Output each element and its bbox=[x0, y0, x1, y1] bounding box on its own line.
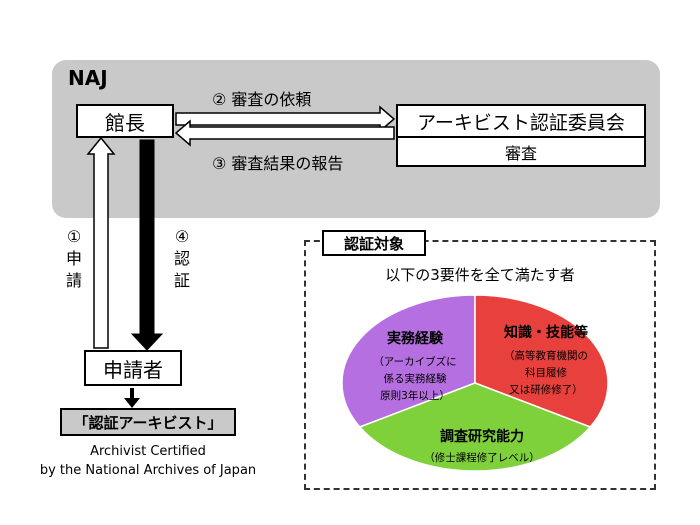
detail-line: （高等教育機関の bbox=[504, 350, 588, 362]
pie-segment-research bbox=[358, 382, 592, 472]
arrow-to-certified-head bbox=[124, 398, 140, 408]
segment-research-title: 調査研究能力 bbox=[440, 429, 524, 445]
step4-label: ④ 認 証 bbox=[172, 226, 192, 292]
certification-target-tab: 認証対象 bbox=[322, 230, 426, 256]
certified-en-line2: by the National Archives of Japan bbox=[39, 463, 257, 478]
step4-number: ④ bbox=[174, 227, 190, 246]
step3-label: ③ 審査結果の報告 bbox=[212, 154, 344, 173]
committee-box: アーキビスト認証委員会 bbox=[396, 104, 646, 138]
detail-line: （修士課程修了レベル） bbox=[424, 452, 540, 464]
detail-line: 係る実務経験 bbox=[383, 373, 447, 385]
segment-knowledge-text: 知識・技能等 （高等教育機関の 科目履修 又は研修修了） bbox=[482, 322, 610, 399]
arrow-request bbox=[175, 105, 396, 133]
certification-target-subtitle: 以下の3要件を全て満たす者 bbox=[385, 266, 575, 284]
pie-segment-knowledge bbox=[474, 294, 609, 428]
certified-archivist-label: 「認証アーキビスト」 bbox=[60, 408, 236, 436]
segment-knowledge-detail: （高等教育機関の 科目履修 又は研修修了） bbox=[482, 348, 610, 399]
detail-line: 原則3年以上） bbox=[380, 390, 450, 402]
certification-target-frame bbox=[304, 240, 656, 490]
step2-label: ② 審査の依頼 bbox=[212, 90, 312, 109]
pie-segment-experience bbox=[341, 294, 476, 428]
detail-line: 科目履修 bbox=[525, 367, 567, 379]
segment-research-text: 調査研究能力 （修士課程修了レベル） bbox=[400, 426, 564, 467]
step1-number: ① bbox=[66, 227, 82, 246]
requirements-pie bbox=[341, 294, 609, 472]
detail-line: （アーカイブズに bbox=[373, 356, 457, 368]
segment-experience-detail: （アーカイブズに 係る実務経験 原則3年以上） bbox=[356, 354, 474, 405]
certified-archivist-english: Archivist Certified by the National Arch… bbox=[20, 442, 276, 480]
segment-experience-title: 実務経験 bbox=[387, 331, 443, 347]
review-box: 審査 bbox=[396, 137, 646, 167]
step1-char: 請 bbox=[65, 271, 82, 290]
certified-en-line1: Archivist Certified bbox=[90, 444, 206, 459]
arrow-report bbox=[174, 119, 395, 147]
step1-label: ① 申 請 bbox=[64, 226, 84, 292]
segment-knowledge-title: 知識・技能等 bbox=[504, 325, 588, 341]
director-box: 館長 bbox=[76, 104, 174, 138]
step4-char: 認 bbox=[173, 249, 190, 268]
step1-char: 申 bbox=[65, 249, 82, 268]
arrow-apply bbox=[86, 136, 116, 349]
applicant-box: 申請者 bbox=[84, 350, 182, 386]
naj-label: NAJ bbox=[68, 66, 108, 90]
detail-line: 又は研修修了） bbox=[509, 384, 583, 396]
segment-research-detail: （修士課程修了レベル） bbox=[400, 450, 564, 467]
step4-char: 証 bbox=[173, 271, 190, 290]
segment-experience-text: 実務経験 （アーカイブズに 係る実務経験 原則3年以上） bbox=[356, 328, 474, 405]
arrow-certify bbox=[130, 139, 164, 351]
